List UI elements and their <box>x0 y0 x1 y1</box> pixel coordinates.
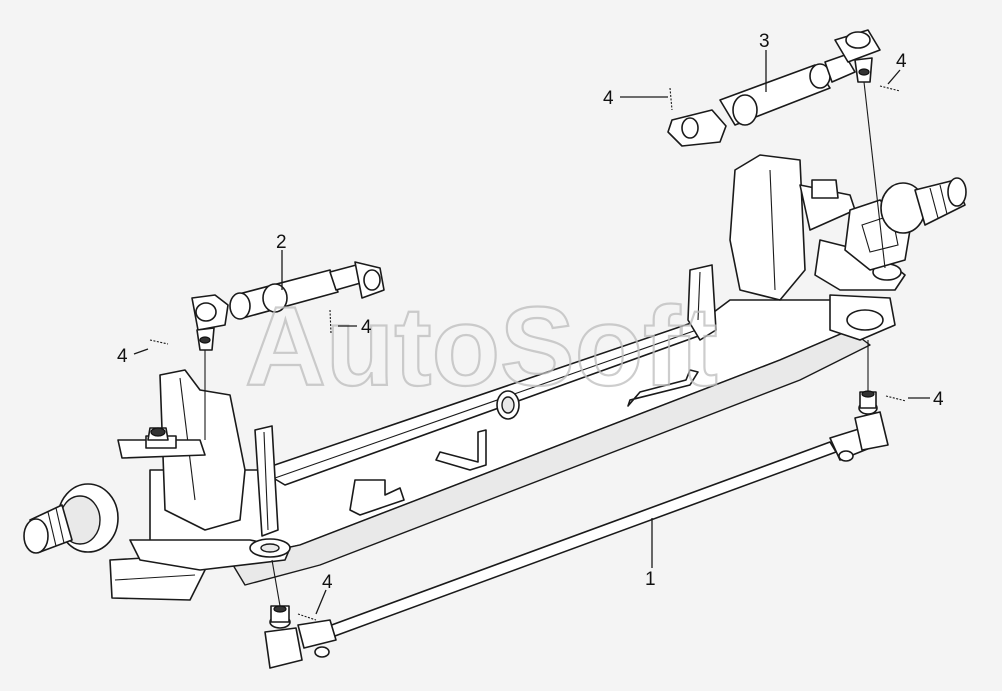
callout-pin-cylinder-right: 4 <box>896 51 907 72</box>
cotter-pins <box>149 85 907 621</box>
front-axle-beam <box>149 264 871 586</box>
left-brake-bracket <box>254 425 279 537</box>
right-steering-knuckle <box>729 154 967 341</box>
left-steering-knuckle <box>23 369 291 601</box>
callout-pin-cylinder-left: 4 <box>361 317 372 338</box>
callout-cylinder-left: 2 <box>276 232 287 253</box>
callout-tie-rod: 1 <box>645 569 656 590</box>
callout-pin-tierod-left: 4 <box>322 572 333 593</box>
callout-cylinder-right: 3 <box>759 31 770 52</box>
callout-leaders <box>133 50 930 615</box>
callout-labels: 1 2 3 4 4 4 4 4 4 <box>117 31 944 593</box>
callout-pin-upper-left: 4 <box>117 346 128 367</box>
callout-pin-upper-right: 4 <box>603 88 614 109</box>
tie-rod-assembly <box>264 390 889 669</box>
steering-cylinder-right <box>667 29 881 147</box>
steering-cylinder-left <box>191 261 385 351</box>
callout-pin-tierod-right: 4 <box>933 389 944 410</box>
watermark-text: AutoSoft <box>245 284 718 409</box>
assembly-guide-lines <box>204 81 886 607</box>
